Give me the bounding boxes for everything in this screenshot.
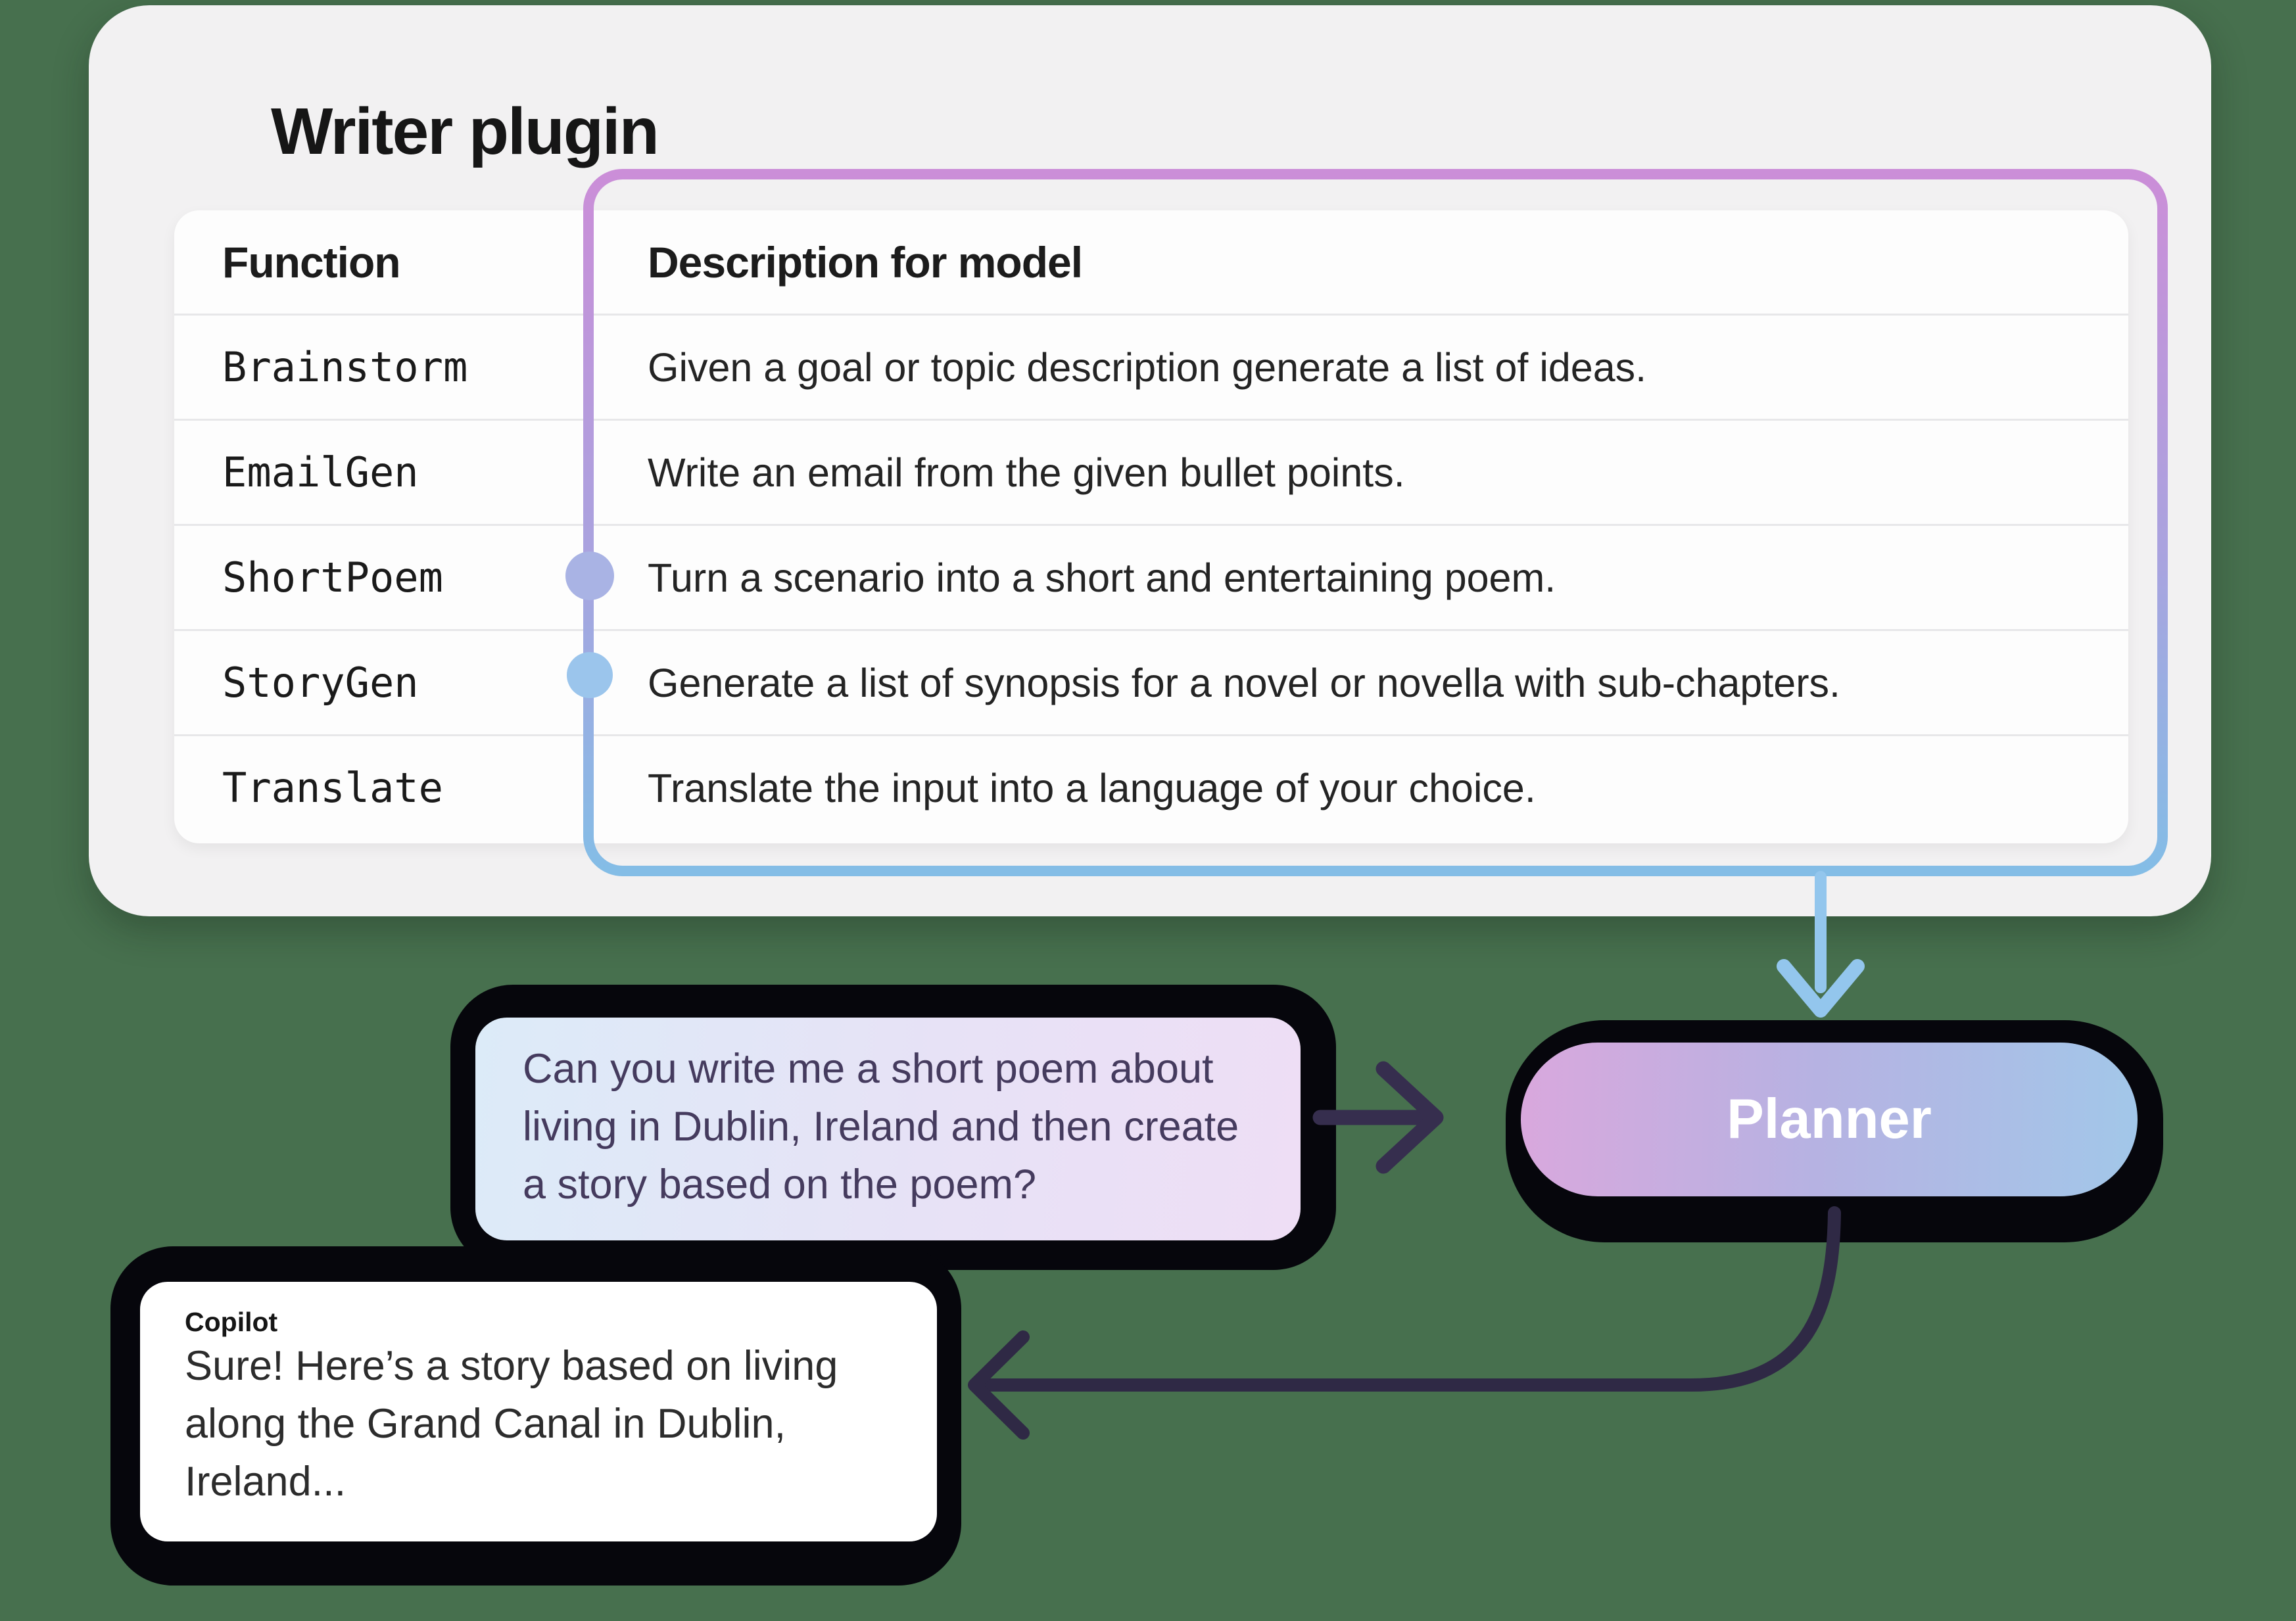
arrow-right-icon	[1312, 1061, 1444, 1174]
function-description-cell: Given a goal or topic description genera…	[648, 344, 1647, 390]
functions-table: Function Description for model Brainstor…	[174, 210, 2128, 843]
function-description-cell: Write an email from the given bullet poi…	[648, 450, 1405, 495]
planner-node: Planner	[1521, 1043, 2138, 1196]
function-name-cell: ShortPoem	[222, 553, 443, 601]
copilot-message-text: Sure! Here’s a story based on living alo…	[185, 1343, 838, 1505]
function-description-cell: Generate a list of synopsis for a novel …	[648, 660, 1840, 705]
function-name-cell: Brainstorm	[222, 343, 468, 391]
table-row: Brainstorm Given a goal or topic descrip…	[174, 314, 2128, 419]
function-name-cell: StoryGen	[222, 659, 419, 707]
table-header-row: Function Description for model	[174, 210, 2128, 314]
user-message-bubble: Can you write me a short poem about livi…	[475, 1018, 1301, 1240]
column-header-description: Description for model	[648, 237, 1083, 287]
function-name-cell: Translate	[222, 764, 443, 812]
function-description-cell: Translate the input into a language of y…	[648, 765, 1536, 810]
table-row: Translate Translate the input into a lan…	[174, 734, 2128, 839]
planner-label: Planner	[1727, 1088, 1932, 1150]
copilot-label: Copilot	[185, 1307, 278, 1337]
table-row: ShortPoem Turn a scenario into a short a…	[174, 524, 2128, 629]
writer-plugin-title: Writer plugin	[271, 95, 659, 168]
copilot-message-bubble: Copilot Sure! Here’s a story based on li…	[140, 1282, 937, 1541]
table-row: StoryGen Generate a list of synopsis for…	[174, 629, 2128, 734]
function-description-cell: Turn a scenario into a short and enterta…	[648, 555, 1556, 600]
user-message-text: Can you write me a short poem about livi…	[523, 1046, 1239, 1208]
table-row: EmailGen Write an email from the given b…	[174, 419, 2128, 524]
column-header-function: Function	[222, 237, 401, 287]
function-name-cell: EmailGen	[222, 448, 419, 496]
